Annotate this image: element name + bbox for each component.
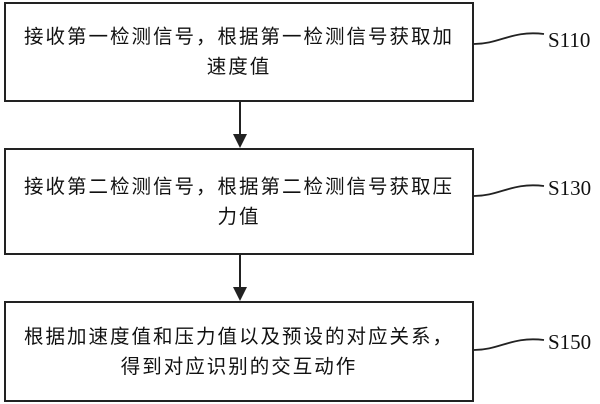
- step-box-s110: 接收第一检测信号，根据第一检测信号获取加速度值: [4, 2, 474, 102]
- step-text-s130: 接收第二检测信号，根据第二检测信号获取压力值: [23, 174, 454, 228]
- step-text-s150: 根据加速度值和压力值以及预设的对应关系，得到对应识别的交互动作: [23, 324, 454, 378]
- step-text-s110: 接收第一检测信号，根据第一检测信号获取加速度值: [23, 25, 454, 78]
- leader-line-s130: [473, 184, 545, 197]
- step-label-s150: S150: [548, 330, 592, 354]
- arrow-s130-to-s150: [233, 255, 247, 301]
- arrow-s110-to-s130: [233, 102, 247, 148]
- leader-line-s110: [473, 32, 545, 45]
- leader-line-s150: [473, 338, 545, 351]
- step-label-s130: S130: [548, 176, 592, 200]
- step-label-s110: S110: [548, 28, 591, 52]
- step-box-s130: 接收第二检测信号，根据第二检测信号获取压力值: [4, 148, 474, 255]
- step-box-s150: 根据加速度值和压力值以及预设的对应关系，得到对应识别的交互动作: [4, 301, 474, 402]
